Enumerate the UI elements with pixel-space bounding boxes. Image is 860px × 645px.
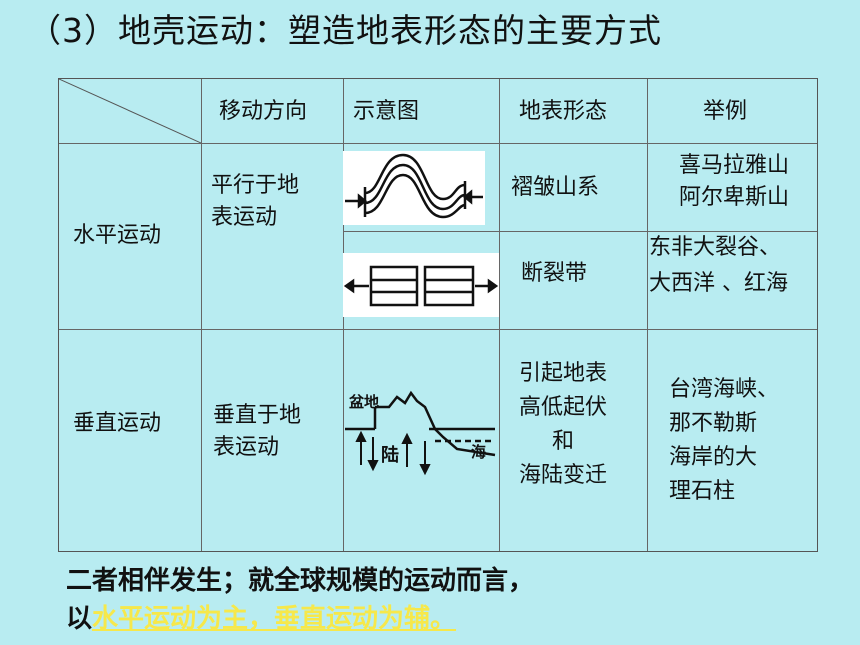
horizontal-direction-line2: 表运动 xyxy=(211,205,278,230)
vertical-landform-line1: 引起地表 xyxy=(518,361,607,386)
sea-label: 海 xyxy=(471,443,487,461)
vertical-example-line2: 那不勒斯 xyxy=(669,411,758,436)
fault-diagram xyxy=(343,253,499,317)
vertical-direction-line1: 垂直于地 xyxy=(213,403,302,428)
vertical-movement-label: 垂直运动 xyxy=(73,411,162,436)
header-diagonal xyxy=(59,79,201,143)
table-divider xyxy=(647,79,648,551)
vertical-movement-diagram: 盆地 陆 海 xyxy=(345,379,497,499)
horizontal-direction-line1: 平行于地 xyxy=(211,173,300,198)
vertical-landform-line4: 海陆变迁 xyxy=(518,463,607,488)
fold-example-line2: 阿尔卑斯山 xyxy=(678,185,789,210)
fault-example-line1: 东非大裂谷、 xyxy=(649,235,782,260)
vertical-direction-line2: 表运动 xyxy=(213,435,280,460)
fault-example-line2: 大西洋 、红海 xyxy=(649,271,788,296)
fold-example-line1: 喜马拉雅山 xyxy=(678,153,789,178)
slide-title: （3）地壳运动：塑造地表形态的主要方式 xyxy=(28,11,662,50)
table-divider xyxy=(201,79,202,551)
summary-highlight: 水平运动为主，垂直运动为辅。 xyxy=(92,604,457,634)
vertical-example-line1: 台湾海峡、 xyxy=(669,377,780,402)
vertical-landform-line3: 和 xyxy=(551,429,574,454)
table-divider xyxy=(59,143,817,144)
basin-label: 盆地 xyxy=(349,393,380,411)
comparison-table: 移动方向 示意图 地表形态 举例 水平运动 平行于地 表运动 褶皱山系 喜马拉雅… xyxy=(58,78,818,552)
fault-landform: 断裂带 xyxy=(521,261,588,286)
header-landform: 地表形态 xyxy=(519,99,608,124)
table-divider xyxy=(499,79,500,551)
summary-line2: 以水平运动为主，垂直运动为辅。 xyxy=(66,600,534,638)
horizontal-movement-label: 水平运动 xyxy=(73,223,162,248)
table-divider xyxy=(343,231,817,232)
summary-line2-prefix: 以 xyxy=(66,604,93,634)
table-divider xyxy=(59,329,817,330)
header-diagram: 示意图 xyxy=(353,99,420,124)
vertical-example-line3: 海岸的大 xyxy=(669,445,758,470)
fold-diagram xyxy=(343,151,485,225)
vertical-landform-line2: 高低起伏 xyxy=(518,395,607,420)
vertical-example-line4: 理石柱 xyxy=(669,479,736,504)
summary-line1: 二者相伴发生；就全球规模的运动而言， xyxy=(66,566,535,596)
land-label: 陆 xyxy=(381,445,399,466)
summary-text: 二者相伴发生；就全球规模的运动而言， 以水平运动为主，垂直运动为辅。 xyxy=(66,562,534,638)
header-direction: 移动方向 xyxy=(219,99,308,124)
fold-landform: 褶皱山系 xyxy=(511,175,600,200)
header-example: 举例 xyxy=(703,99,748,124)
